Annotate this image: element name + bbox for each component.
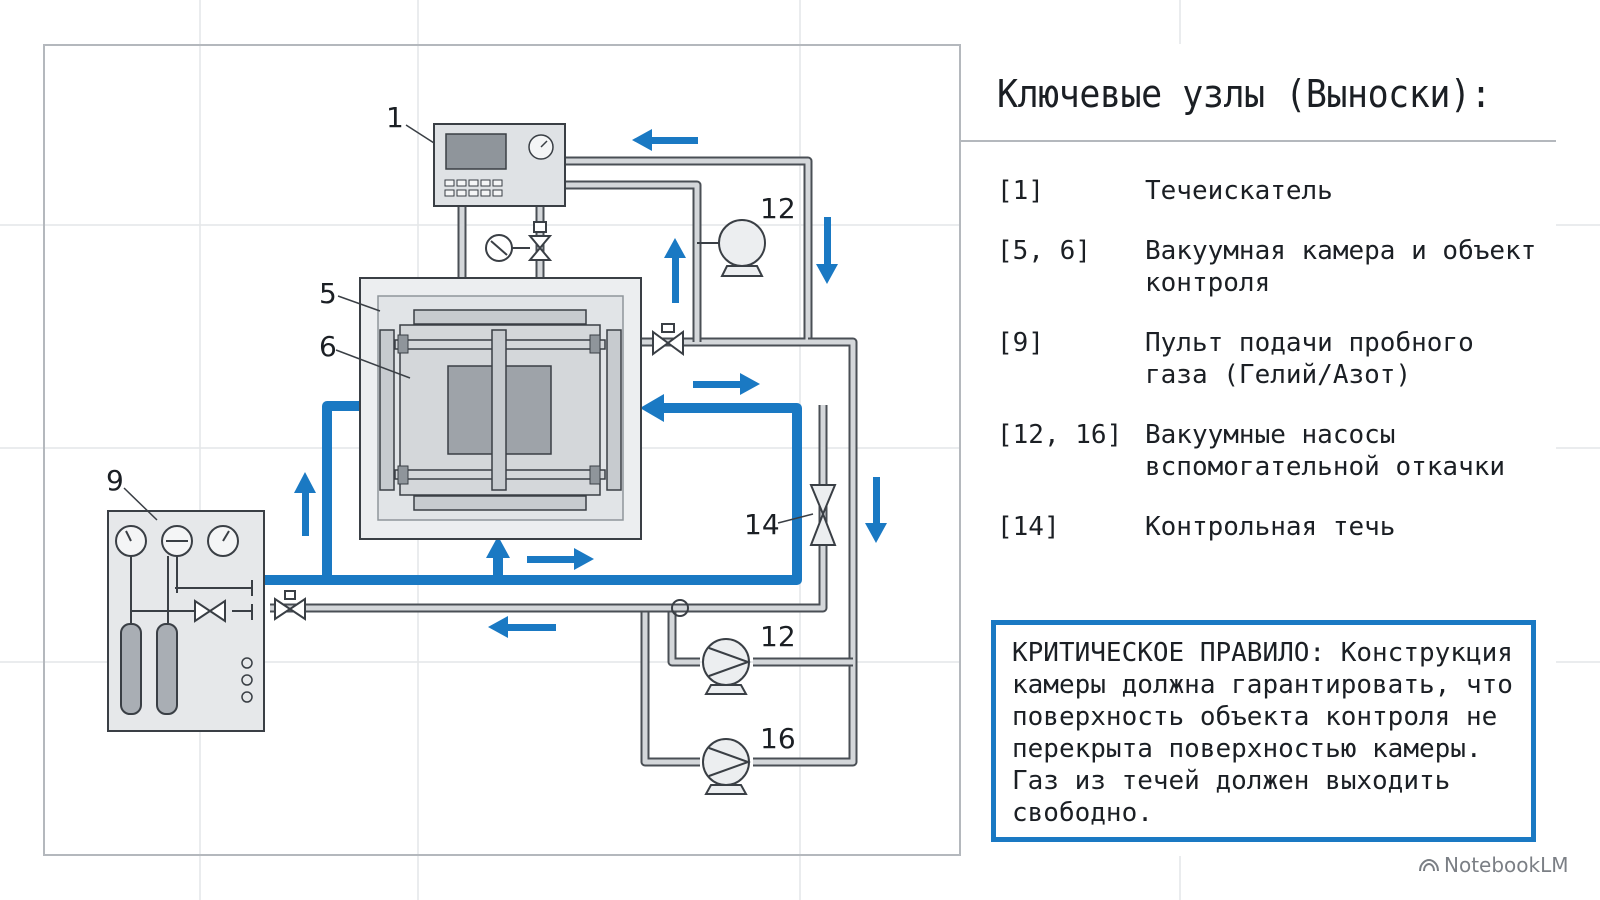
pump-12-top bbox=[697, 219, 766, 277]
arrow-up-left bbox=[294, 472, 316, 536]
control-leak bbox=[809, 484, 837, 546]
callout-5: 5 bbox=[319, 277, 337, 310]
flow-direction-arrows bbox=[294, 129, 887, 638]
chamber-side-valve bbox=[652, 323, 684, 356]
test-object bbox=[379, 309, 622, 511]
notebooklm-logo-icon bbox=[1419, 858, 1439, 872]
legend-key: [1] bbox=[997, 176, 1044, 206]
legend-item: [1] Течеискатель bbox=[997, 175, 1542, 207]
legend-text: Вакуумная камера и объект контроля bbox=[1145, 236, 1537, 298]
flow-left-riser bbox=[322, 401, 360, 580]
callout-12-bottom: 12 bbox=[760, 620, 796, 653]
detector-valve-gauge bbox=[485, 221, 553, 262]
legend-text: Контрольная течь bbox=[1145, 512, 1396, 542]
pump-12-bottom bbox=[702, 638, 751, 695]
gas-panel bbox=[107, 510, 306, 732]
legend-key: [5, 6] bbox=[997, 236, 1091, 266]
callout-16: 16 bbox=[760, 722, 796, 755]
legend-list: [1] Течеискатель [5, 6] Вакуумная камера… bbox=[997, 175, 1542, 571]
leak-detector bbox=[433, 123, 566, 207]
arrow-left-bottom bbox=[488, 616, 556, 638]
legend-text: Пульт подачи пробного газа (Гелий/Азот) bbox=[1145, 328, 1474, 390]
arrow-right-mid bbox=[693, 373, 760, 395]
callout-1: 1 bbox=[386, 101, 404, 134]
flow-arrow-chamber-in bbox=[640, 394, 664, 422]
detector-screen bbox=[445, 133, 507, 170]
legend-item: [14] Контрольная течь bbox=[997, 511, 1542, 543]
panel-divider bbox=[959, 140, 1556, 142]
callout-9: 9 bbox=[106, 464, 124, 497]
flow-arrow-chamber-bottom bbox=[486, 536, 510, 558]
flow-loop bbox=[263, 403, 802, 585]
notebooklm-watermark: NotebookLM bbox=[1418, 853, 1569, 877]
arrow-down-right bbox=[816, 217, 838, 284]
legend-item: [12, 16] Вакуумные насосы вспомогательно… bbox=[997, 419, 1542, 483]
legend-key: [9] bbox=[997, 328, 1044, 358]
detector-keypad bbox=[444, 179, 503, 197]
legend-key: [12, 16] bbox=[997, 420, 1123, 450]
pipe-junction bbox=[671, 599, 689, 617]
arrow-up-pump12 bbox=[664, 238, 686, 303]
callout-6: 6 bbox=[319, 330, 337, 363]
legend-text: Вакуумные насосы вспомогательной откачки bbox=[1145, 420, 1506, 482]
legend-item: [9] Пульт подачи пробного газа (Гелий/Аз… bbox=[997, 327, 1542, 391]
callout-12-top: 12 bbox=[760, 192, 796, 225]
arrow-down-right-lower bbox=[865, 477, 887, 543]
legend-item: [5, 6] Вакуумная камера и объект контрол… bbox=[997, 235, 1542, 299]
panel-title: Ключевые узлы (Выноски): bbox=[997, 72, 1492, 116]
callout-14: 14 bbox=[744, 508, 780, 541]
arrow-right-bottom bbox=[527, 548, 594, 570]
legend-text: Течеискатель bbox=[1145, 176, 1333, 206]
brand-label: NotebookLM bbox=[1444, 853, 1569, 877]
pump-16 bbox=[702, 738, 751, 795]
legend-key: [14] bbox=[997, 512, 1060, 542]
critical-rule-box: КРИТИЧЕСКОЕ ПРАВИЛО: Конструкция камеры … bbox=[991, 620, 1536, 842]
arrow-left-top bbox=[632, 129, 698, 151]
